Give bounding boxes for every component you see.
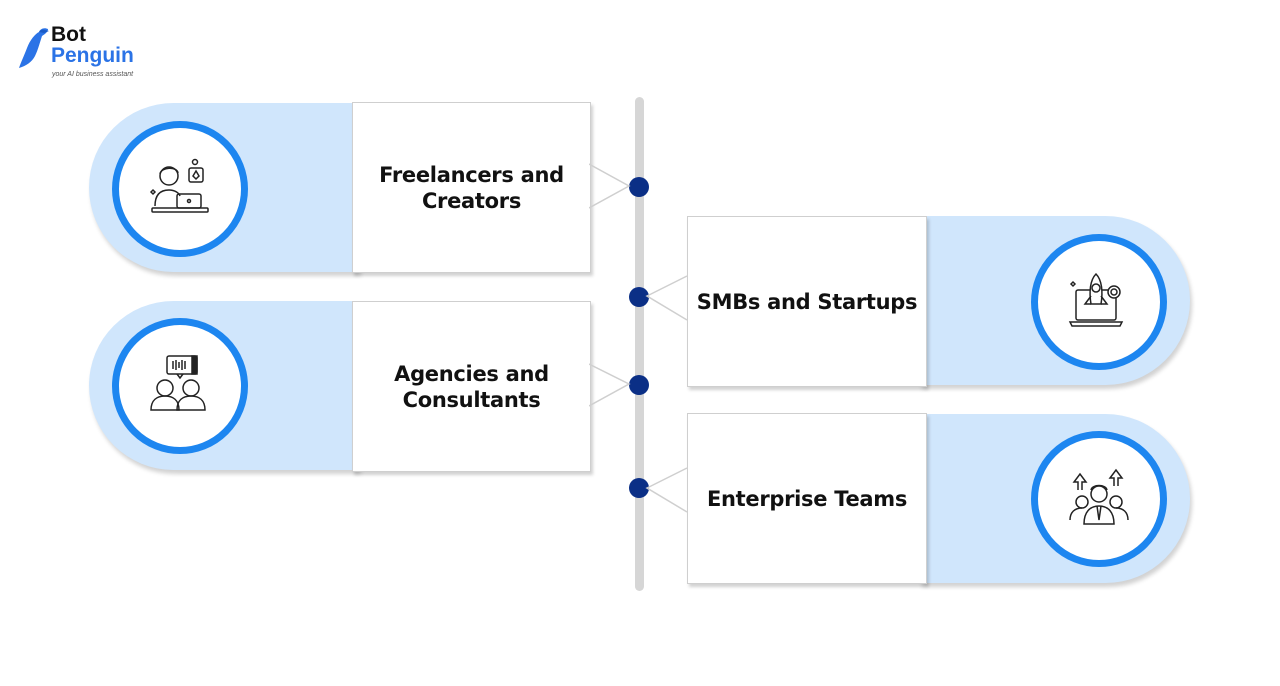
connector-line — [589, 163, 631, 209]
icon-ring — [112, 318, 248, 454]
consultants-chat-icon — [150, 355, 206, 411]
item-label-box: Freelancers and Creators — [352, 102, 591, 273]
brand-logo: Bot Penguin your AI business assistant — [18, 24, 148, 84]
item-label: SMBs and Startups — [696, 289, 918, 314]
item-label: Enterprise Teams — [706, 486, 908, 511]
rocket-laptop-icon — [1068, 272, 1124, 327]
icon-ring — [1031, 431, 1167, 567]
timeline-spine — [635, 97, 644, 591]
timeline-dot-1 — [629, 177, 649, 197]
team-growth-icon — [1069, 468, 1129, 525]
connector-line — [589, 363, 631, 407]
logo-tagline: your AI business assistant — [52, 71, 134, 78]
item-label-box: Agencies and Consultants — [352, 301, 591, 472]
timeline-dot-2 — [629, 287, 649, 307]
logo-penguin-text: Penguin — [51, 44, 134, 67]
timeline-dot-4 — [629, 478, 649, 498]
item-label: Freelancers and Creators — [379, 162, 564, 213]
item-label-box: Enterprise Teams — [687, 413, 927, 584]
penguin-icon — [19, 28, 49, 68]
timeline-dot-3 — [629, 375, 649, 395]
icon-ring — [1031, 234, 1167, 370]
connector-line — [645, 275, 688, 321]
item-label-box: SMBs and Startups — [687, 216, 927, 387]
connector-line — [645, 467, 688, 513]
logo-bot-text: Bot — [51, 23, 86, 46]
freelancer-laptop-icon — [149, 158, 209, 213]
item-label: Agencies and Consultants — [394, 361, 549, 412]
icon-ring — [112, 121, 248, 257]
